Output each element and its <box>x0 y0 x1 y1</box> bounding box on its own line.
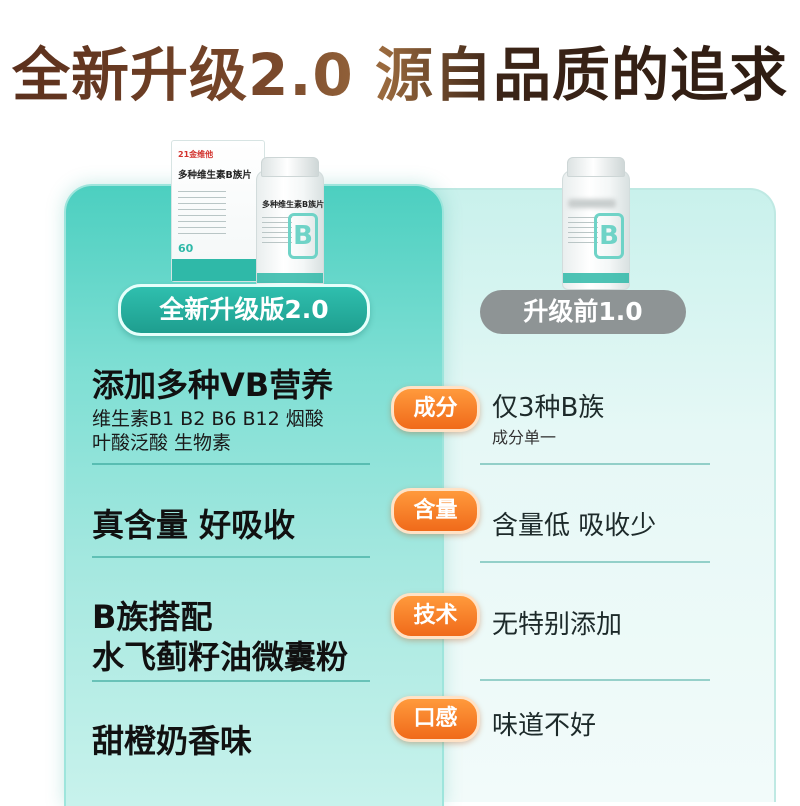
new-version-pill: 全新升级版2.0 <box>118 284 370 336</box>
old-ingredient-sub: 成分单一 <box>492 428 557 447</box>
bottle-footer <box>257 273 323 283</box>
new-taste-title: 甜橙奶香味 <box>92 722 253 760</box>
divider <box>480 679 710 681</box>
divider <box>480 561 710 563</box>
old-ingredient-title: 仅3种B族 <box>492 393 605 423</box>
new-tech-title-1: B族搭配 <box>92 598 213 636</box>
box-strip <box>172 259 264 281</box>
old-content-title: 含量低 吸收少 <box>492 511 657 541</box>
headline: 全新升级2.0 源自品质的追求 <box>0 28 800 112</box>
new-ingredient-title: 添加多种VB营养 <box>92 366 334 404</box>
badge-taste: 口感 <box>391 696 480 742</box>
bottle-cap <box>567 157 625 177</box>
product-box-image: 21金维他 多种维生素B族片 60 <box>171 140 265 282</box>
divider <box>92 680 370 682</box>
bottle-footer <box>563 273 629 283</box>
product-name: 多种维生素B族片 <box>178 170 252 181</box>
bottle-label-lines <box>568 217 598 247</box>
new-tech-title-2: 水飞蓟籽油微囊粉 <box>92 638 349 676</box>
old-version-pill: 升级前1.0 <box>480 290 686 334</box>
divider <box>92 556 370 558</box>
badge-content: 含量 <box>391 488 480 534</box>
new-ingredient-list-1: 维生素B1 B2 B6 B12 烟酸 <box>92 408 324 430</box>
divider <box>480 463 710 465</box>
blurred-label <box>568 199 616 208</box>
badge-ingredients: 成分 <box>391 386 480 432</box>
divider <box>92 463 370 465</box>
new-content-title: 真含量 好吸收 <box>92 506 296 544</box>
old-taste-title: 味道不好 <box>492 711 597 741</box>
b-logo-icon: B <box>594 213 624 259</box>
brand-logo: 21金维他 <box>178 150 214 159</box>
tablet-count: 60 <box>178 242 194 255</box>
bottle-cap <box>261 157 319 177</box>
bottle-label-text: 多种维生素B族片 <box>262 200 325 209</box>
badge-technology: 技术 <box>391 593 480 639</box>
new-ingredient-list-2: 叶酸泛酸 生物素 <box>92 432 232 454</box>
old-tech-title: 无特别添加 <box>492 610 623 640</box>
new-product-bottle-image: 多种维生素B族片 B <box>256 157 325 290</box>
nutrition-table-graphic <box>178 191 226 239</box>
old-product-bottle-image: B <box>562 157 630 290</box>
bottle-label-lines <box>262 217 292 247</box>
b-logo-icon: B <box>288 213 318 259</box>
